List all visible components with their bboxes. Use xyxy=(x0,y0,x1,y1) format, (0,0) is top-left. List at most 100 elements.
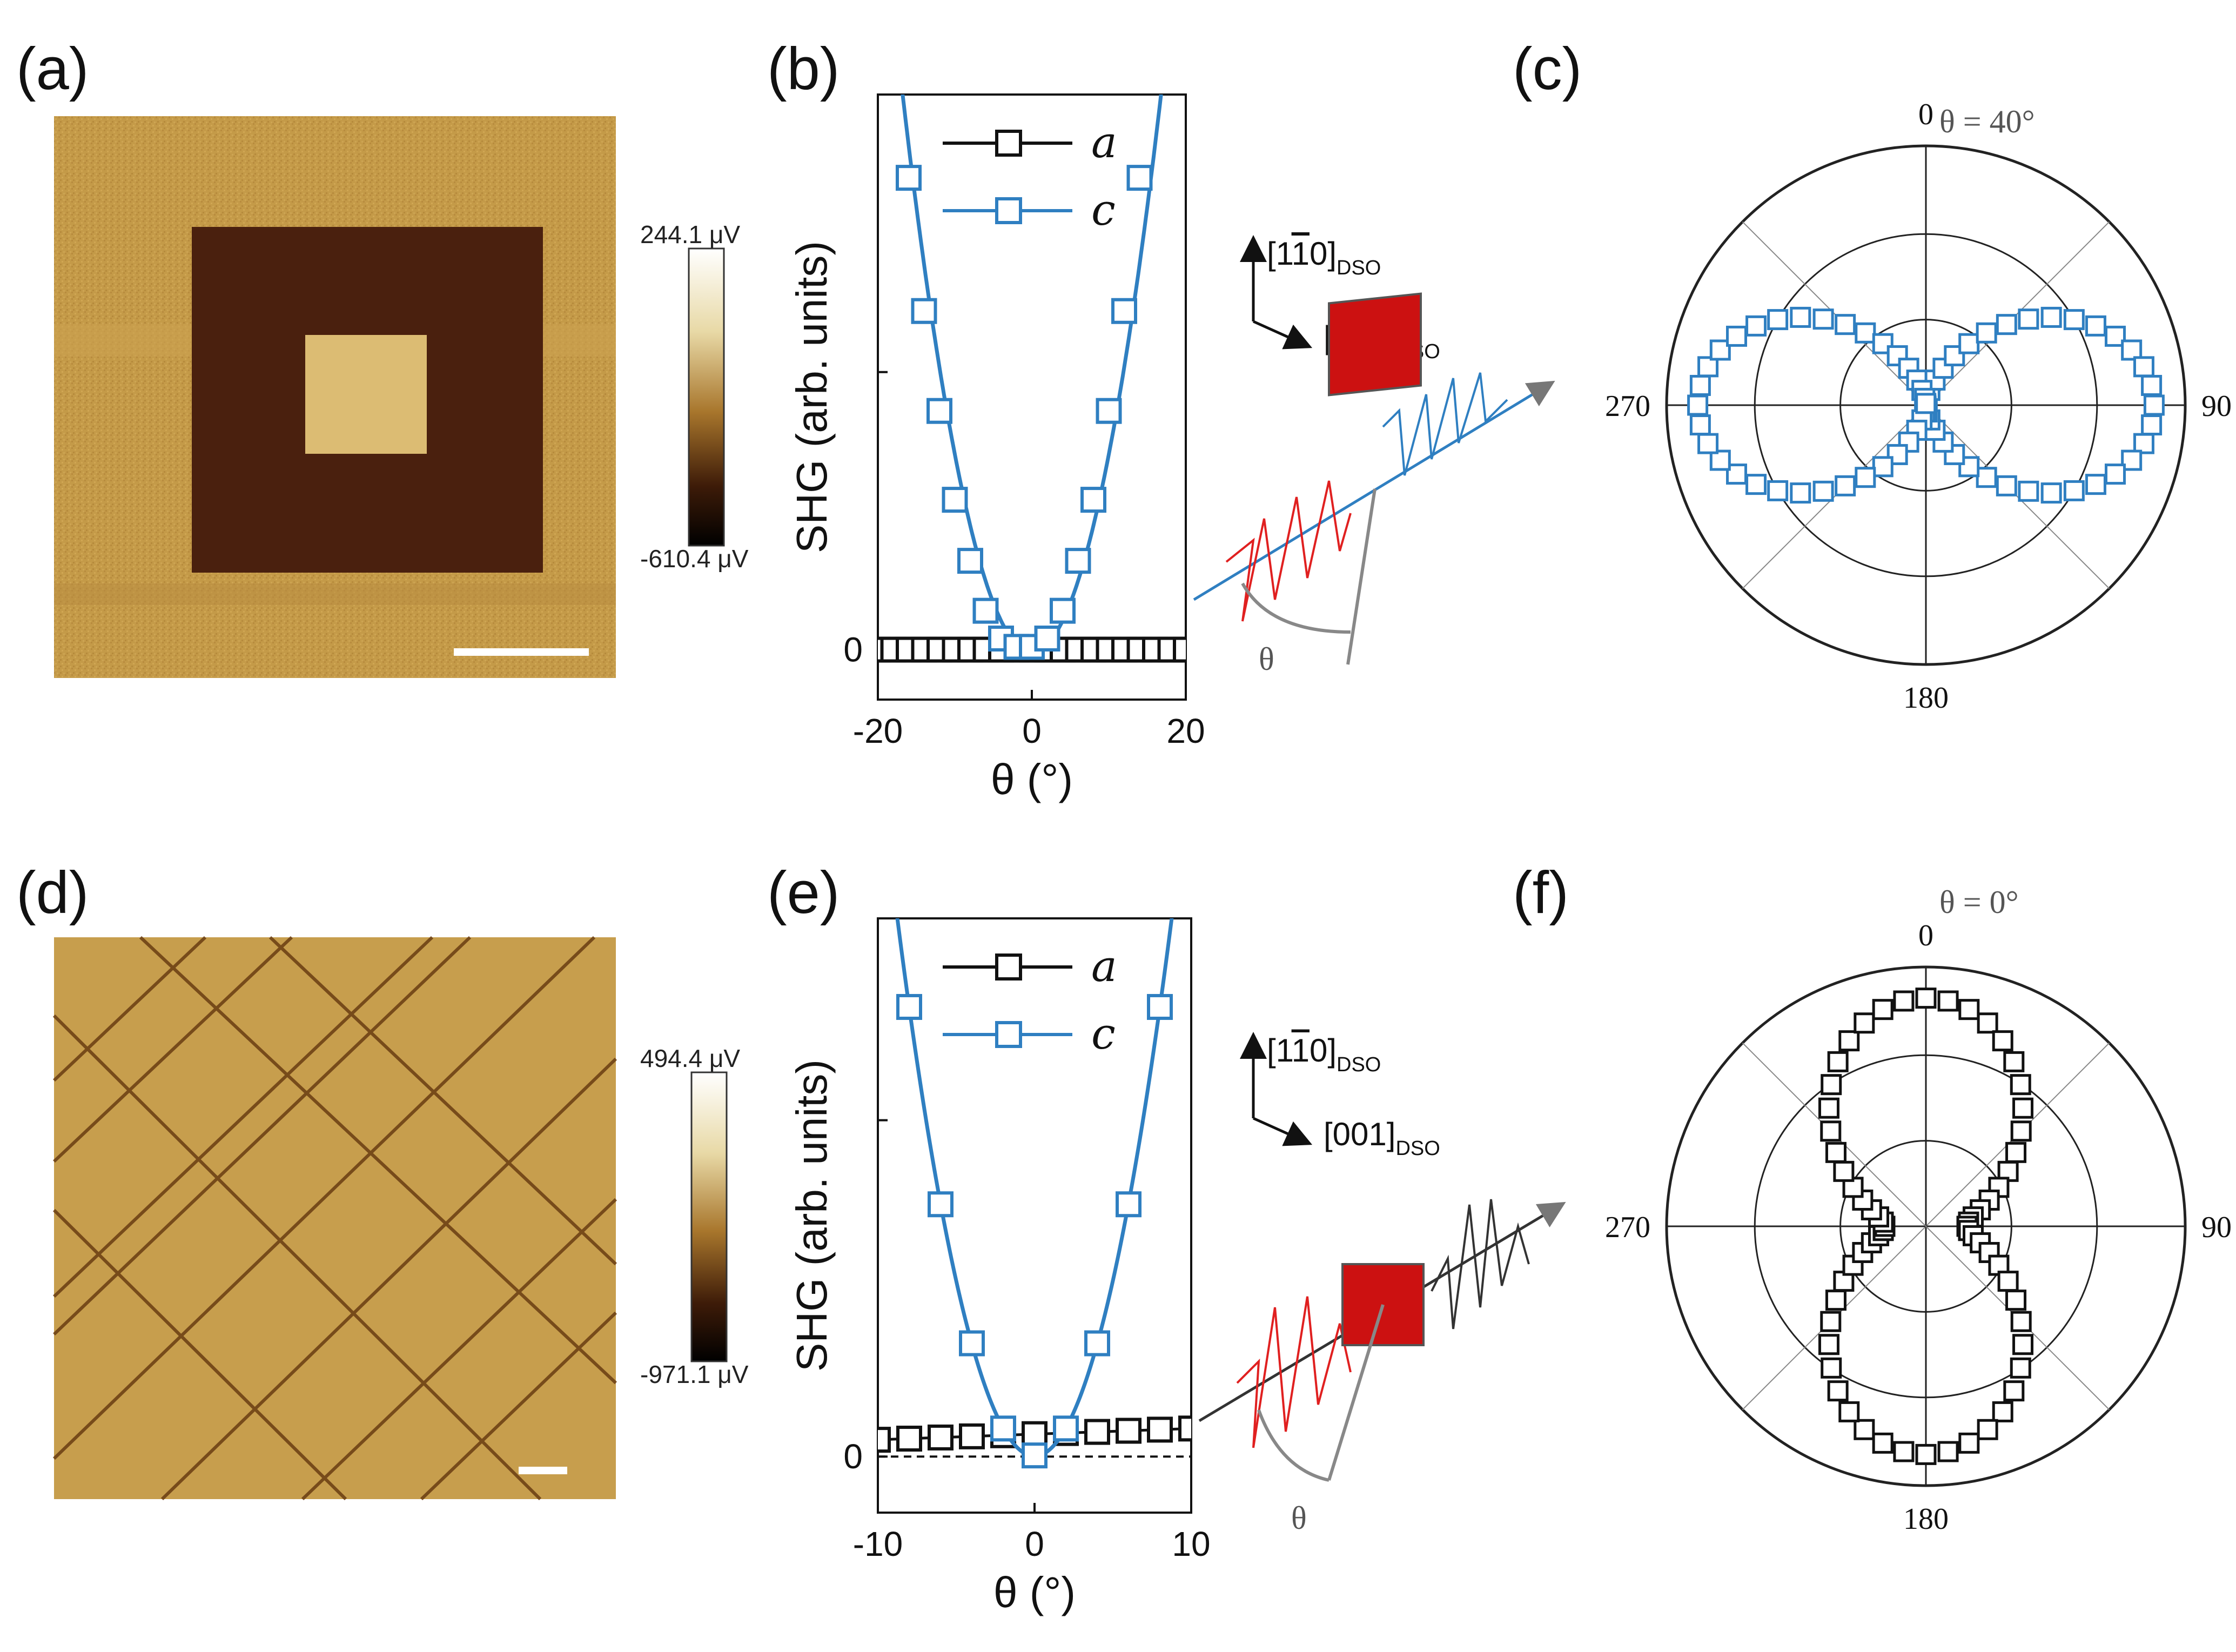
polar-data-point xyxy=(2133,433,2154,454)
polar-data-point xyxy=(1854,1012,1875,1034)
legend-label-a: a xyxy=(1091,941,1117,991)
polar-angle-label: 90 xyxy=(2201,390,2232,423)
polar-data-point xyxy=(1996,475,2017,496)
crystal-axes-bottom: [110]DSO [001]DSO xyxy=(1240,1032,1440,1160)
polar-data-point xyxy=(1835,475,1856,496)
data-point-a xyxy=(1084,1419,1110,1445)
polar-data-point xyxy=(1833,1160,1855,1182)
polar-data-point xyxy=(1872,333,1893,354)
schematic-angle-bottom: θ xyxy=(1291,1500,1307,1536)
polar-data-point xyxy=(2040,482,2062,504)
polar-data-point xyxy=(1767,480,1789,501)
polar-data-point xyxy=(2018,480,2039,502)
polar-chart-c: 0 90 180 270 xyxy=(1605,98,2232,715)
data-point-a xyxy=(1116,1418,1141,1444)
polar-data-point xyxy=(1835,314,1856,335)
polar-data-point xyxy=(1977,1012,1998,1034)
polar-data-point xyxy=(1745,315,1767,337)
polar-data-point xyxy=(1687,394,1709,416)
afm-image-d xyxy=(52,936,617,1501)
legend-label-a: a xyxy=(1091,117,1117,167)
polar-data-point xyxy=(1697,433,1719,454)
polar-data-point xyxy=(1820,1120,1842,1142)
data-point-c xyxy=(1050,597,1076,624)
data-point-a xyxy=(959,1423,985,1449)
xtick-label: -10 xyxy=(853,1525,903,1563)
panel-label-f: (f) xyxy=(1513,859,1569,926)
polar-data-point xyxy=(2003,1051,2025,1072)
polar-data-point xyxy=(1838,1401,1860,1422)
polar-data-point xyxy=(1976,322,1997,344)
polar-data-point xyxy=(2063,480,2085,501)
data-point-c xyxy=(957,548,983,574)
laser-in-top xyxy=(1225,480,1352,622)
colorbar-d-min: -971.1 μV xyxy=(640,1360,749,1388)
ylabel-b: SHG (arb. units) xyxy=(788,241,836,553)
polar-data-point xyxy=(1992,1401,2013,1422)
shg-out-bottom xyxy=(1431,1199,1530,1329)
fit-curve-c xyxy=(901,95,1163,655)
polar-angle-label: 180 xyxy=(1903,681,1949,715)
polar-data-point xyxy=(1790,482,1811,504)
data-point-a xyxy=(878,1427,891,1453)
data-point-c xyxy=(896,993,922,1020)
polar-data-point xyxy=(1854,1419,1875,1440)
polar-data-point xyxy=(1709,449,1731,471)
polar-data-point xyxy=(1697,356,1719,378)
polar-data-point xyxy=(1745,474,1767,495)
polar-data-point xyxy=(1937,1441,1959,1462)
legend-marker-a xyxy=(995,130,1022,157)
polar-f-theta: θ = 0° xyxy=(1939,884,2019,920)
polar-angle-label: 90 xyxy=(2201,1211,2232,1244)
colorbar-a: 244.1 μV -610.4 μV xyxy=(640,220,749,573)
laser-in-bottom xyxy=(1236,1296,1352,1448)
data-point-c xyxy=(1022,1442,1048,1469)
polar-angle-label: 0 xyxy=(1918,98,1933,131)
xlabel-e: θ (°) xyxy=(993,1568,1076,1616)
polar-data-point xyxy=(1915,1443,1937,1465)
legend-marker-a xyxy=(995,953,1022,981)
polar-data-point xyxy=(2141,374,2163,396)
data-point-a xyxy=(1022,1421,1048,1447)
polar-angle-label: 0 xyxy=(1918,919,1933,952)
legend-marker-c xyxy=(995,1021,1022,1048)
data-point-a xyxy=(1173,636,1186,663)
ytick-label: 0 xyxy=(843,1437,863,1476)
schematic-bottom: θ xyxy=(1198,1199,1566,1536)
data-point-c xyxy=(972,597,999,624)
polar-data-point xyxy=(2012,1097,2034,1119)
data-point-c xyxy=(896,165,922,191)
polar-data-point xyxy=(1790,306,1811,328)
polar-data-point xyxy=(1958,333,1980,354)
polar-data-point xyxy=(2063,309,2085,331)
polar-data-point xyxy=(1958,1432,1980,1454)
xtick-label: -20 xyxy=(853,711,903,750)
polar-data-point xyxy=(2085,315,2106,337)
legend-label-c: c xyxy=(1091,185,1116,235)
polar-data-point xyxy=(2010,1311,2032,1332)
xtick-label: 0 xyxy=(1025,1525,1044,1563)
polar-data-point xyxy=(1818,1097,1839,1119)
polar-data-point xyxy=(1821,1357,1842,1379)
polar-data-point xyxy=(1767,309,1789,331)
polar-data-point xyxy=(1915,393,1937,414)
xlabel-b: θ (°) xyxy=(991,755,1073,803)
polar-angle-label: 270 xyxy=(1605,390,1650,423)
data-point-c xyxy=(1147,993,1173,1020)
axis-1-10-bottom: [110]DSO xyxy=(1267,1032,1381,1076)
polar-data-point xyxy=(1689,414,1711,436)
panel-label-d: (d) xyxy=(16,859,89,926)
shg-out-top xyxy=(1382,372,1508,476)
schematic-angle-top: θ xyxy=(1259,641,1274,677)
data-point-c xyxy=(926,398,952,424)
polar-data-point xyxy=(1812,480,1834,502)
ytick-label: 0 xyxy=(843,630,863,669)
polar-data-point xyxy=(2005,1290,2027,1311)
xtick-label: 20 xyxy=(1166,711,1205,750)
polar-data-point xyxy=(1827,1051,1849,1072)
polar-data-point xyxy=(1915,988,1937,1009)
polar-angle-label: 180 xyxy=(1903,1502,1949,1536)
polar-data-point xyxy=(2143,394,2165,416)
